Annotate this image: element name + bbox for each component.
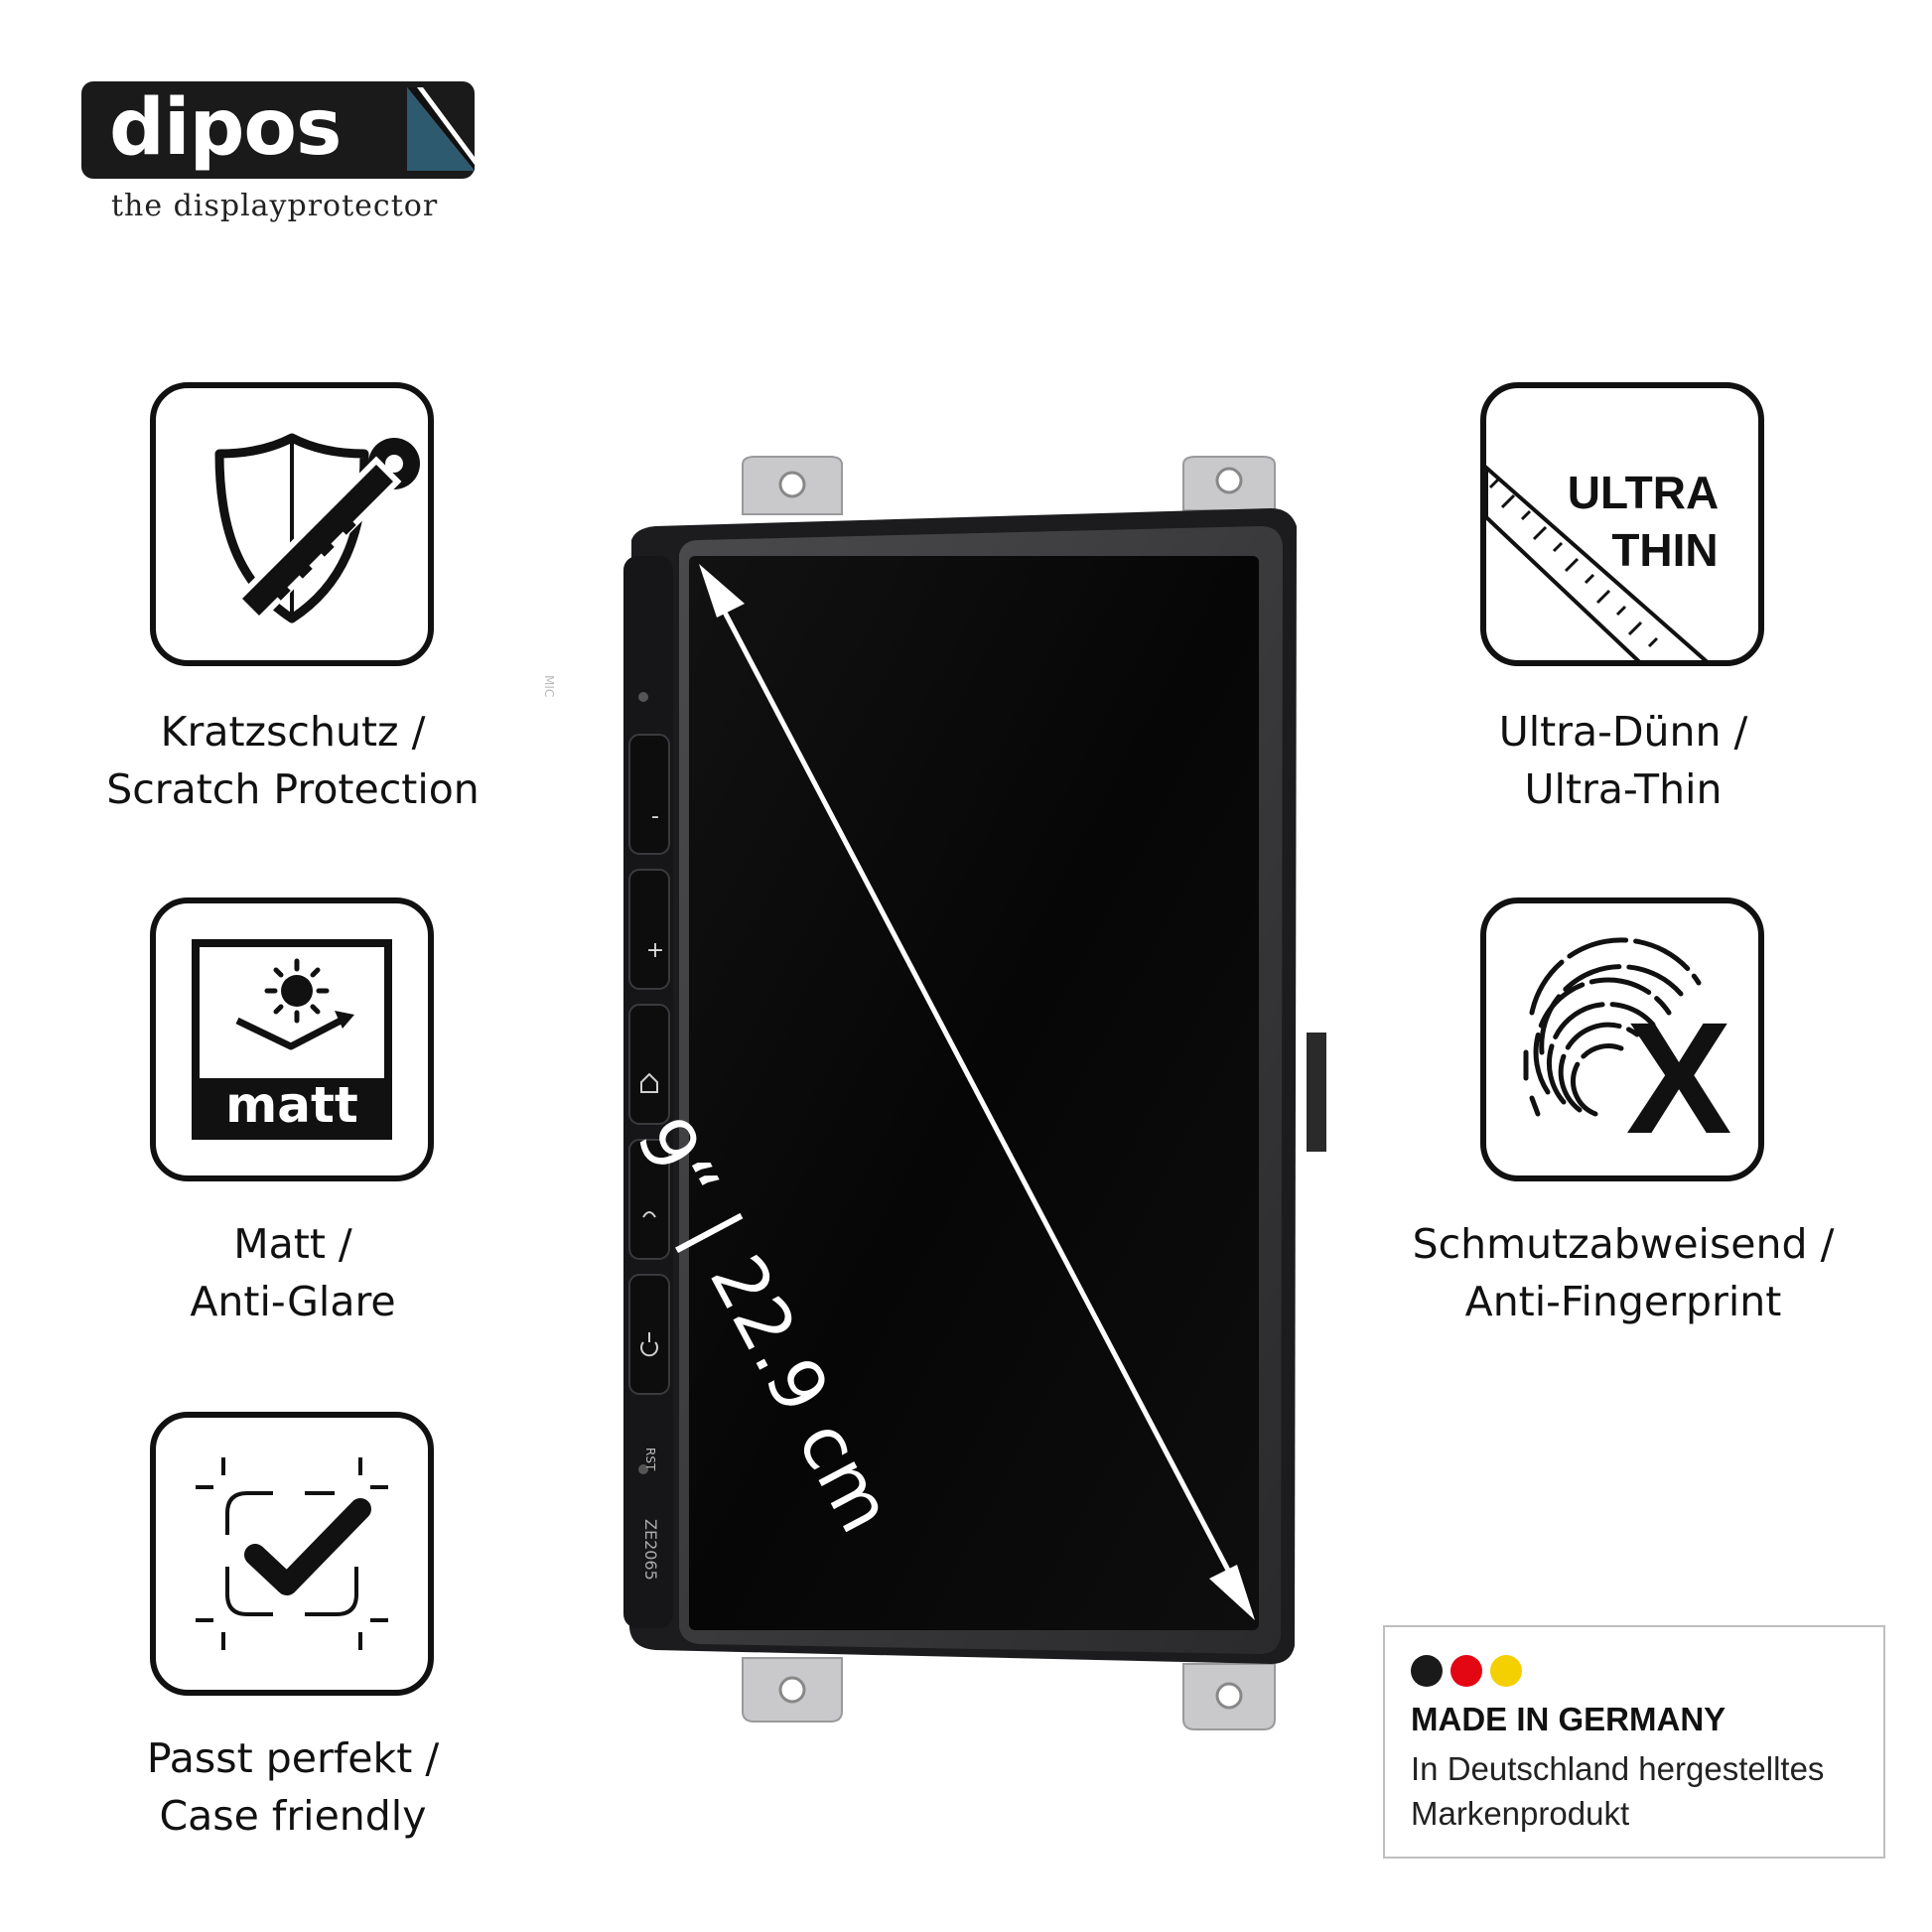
caption-line: Schmutzabweisend / [1412,1220,1835,1268]
caption-line: Scratch Protection [106,765,480,813]
volume-up-label: + [645,938,665,963]
car-radio-device [623,456,1326,1730]
caption-line: Anti-Fingerprint [1464,1278,1782,1325]
call-icon [642,1211,656,1218]
case-friendly-caption: Passt perfekt / Case friendly [35,1729,551,1845]
fingerprint-icon [1523,937,1702,1117]
caption-line: Matt / [233,1220,352,1268]
checkmark-frame-icon [196,1457,388,1650]
scratch-protection-tile [150,382,434,666]
ultra-thin-caption: Ultra-Dünn / Ultra-Thin [1365,703,1881,818]
volume-down-label: - [651,804,659,829]
flag-dot-gold [1490,1655,1522,1687]
badge-subtitle-line: In Deutschland hergestelltes [1411,1750,1825,1787]
mounting-bracket [742,456,1326,1730]
home-icon [640,1072,658,1093]
anti-fingerprint-caption: Schmutzabweisend / Anti-Fingerprint [1365,1215,1881,1330]
diagonal-size-arrow [699,564,1255,1620]
ultra-thin-tile: ULTRA THIN [1480,382,1764,666]
anti-glare-sun-icon [192,939,392,1140]
caption-line: Kratzschutz / [160,708,426,756]
caption-line: Anti-Glare [190,1278,396,1325]
caption-line: Ultra-Dünn / [1498,708,1748,756]
scratch-protection-caption: Kratzschutz / Scratch Protection [35,703,551,818]
power-icon [640,1332,658,1357]
flag-dot-red [1450,1655,1482,1687]
anti-fingerprint-tile: X [1480,897,1764,1181]
badge-subtitle: In Deutschland hergestelltes Markenprodu… [1411,1746,1877,1836]
made-in-germany-badge: MADE IN GERMANY In Deutschland hergestel… [1383,1625,1885,1859]
icon-text-line: THIN [1611,524,1719,576]
case-friendly-tile [150,1412,434,1696]
logo-tagline: the displayprotector [111,189,439,223]
rst-label: RST [643,1448,657,1471]
badge-title: MADE IN GERMANY [1411,1701,1726,1737]
x-mark-icon: X [1625,989,1732,1167]
caption-line: Ultra-Thin [1524,765,1723,813]
shield-key-icon [214,433,420,624]
icon-text-line: ULTRA [1567,467,1720,518]
matt-tile: matt [150,897,434,1181]
model-label: ZE2065 [641,1519,660,1581]
ultra-thin-icon-text: ULTRA THIN [1544,464,1742,579]
logo-peel-corner-icon [407,87,475,171]
mic-label: MIC [542,675,556,698]
logo-wordmark: dipos [109,83,342,173]
matt-icon-text: matt [225,1076,358,1134]
caption-line: Case friendly [159,1792,427,1840]
matt-caption: Matt / Anti-Glare [35,1215,551,1330]
caption-line: Passt perfekt / [146,1734,440,1782]
flag-dot-black [1411,1655,1443,1687]
ruler-icon [1486,465,1709,660]
badge-subtitle-line: Markenprodukt [1411,1795,1630,1832]
